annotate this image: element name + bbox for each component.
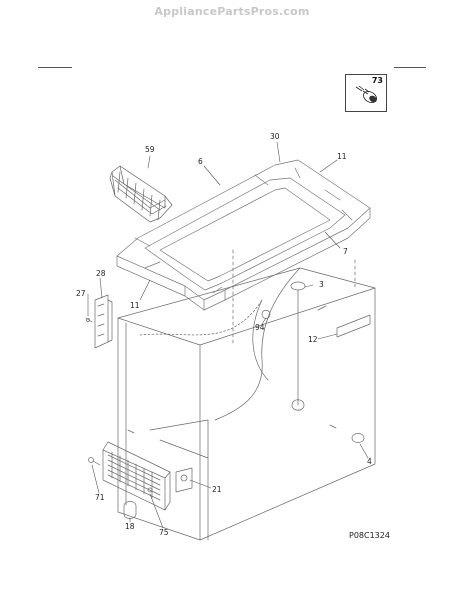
callout-11-left: 11	[130, 301, 140, 310]
callout-12: 12	[308, 335, 318, 344]
site-watermark: AppliancePartsPros.com	[154, 5, 310, 18]
hinge-bracket	[85, 294, 113, 349]
callout-75: 75	[159, 528, 169, 537]
callout-11-top: 11	[337, 152, 347, 161]
callout-7: 7	[343, 247, 348, 256]
inset-part-number: 73	[371, 76, 383, 85]
clip	[261, 309, 271, 319]
wire-basket	[109, 165, 173, 223]
cabinet-body	[117, 249, 376, 541]
drawing-number: P08C1324	[349, 531, 390, 540]
callout-3: 3	[319, 280, 324, 289]
cabinet-foot	[123, 501, 137, 519]
callout-18: 18	[125, 522, 135, 531]
callout-6: 6	[198, 157, 203, 166]
front-grille	[102, 441, 171, 511]
callout-59: 59	[145, 145, 155, 154]
callout-4: 4	[367, 457, 372, 466]
header-rule-right	[394, 67, 426, 68]
inset-part-box: 73	[345, 74, 387, 112]
leader-lines	[87, 141, 369, 529]
callout-30: 30	[270, 132, 280, 141]
bulb-icon	[355, 85, 377, 103]
callout-71: 71	[95, 493, 105, 502]
callout-28: 28	[96, 269, 106, 278]
breaker-frame	[116, 159, 371, 311]
lock-assembly	[175, 467, 193, 493]
header-rule-left	[38, 67, 72, 68]
callout-94: 94	[255, 323, 265, 332]
drain-plug	[290, 281, 306, 291]
grille-screw	[88, 457, 101, 466]
callout-27: 27	[76, 289, 86, 298]
rear-foot	[351, 433, 365, 443]
callout-21: 21	[212, 485, 222, 494]
